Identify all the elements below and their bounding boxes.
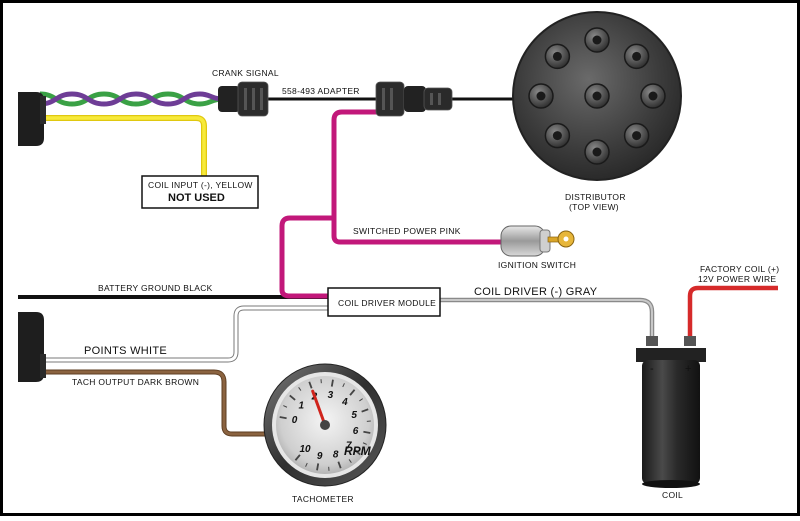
- tach-dial-number: 6: [353, 426, 359, 437]
- coil-input-yellow-wire: [40, 118, 204, 178]
- tach-dial-number: 5: [351, 410, 357, 421]
- tower-terminal: [593, 92, 602, 101]
- tower-terminal: [593, 36, 602, 45]
- adapter-label: 558-493 ADAPTER: [282, 86, 360, 96]
- distributor-sub-label: (TOP VIEW): [569, 202, 619, 212]
- coil-driver-gray-label: COIL DRIVER (-) GRAY: [474, 286, 598, 298]
- points-white-label: POINTS WHITE: [84, 345, 167, 357]
- tach-dial-number: 3: [328, 390, 334, 401]
- crank-signal-connector: [218, 82, 268, 116]
- coil-input-label: COIL INPUT (-), YELLOW: [148, 180, 253, 190]
- tower-terminal: [632, 131, 641, 140]
- coil-plus-terminal: +: [685, 363, 691, 375]
- tach-dial-number: 1: [298, 401, 304, 412]
- adapter-connector: [376, 82, 452, 116]
- switched-power-wire: [334, 96, 505, 242]
- rpm-unit-label: RPM: [344, 444, 372, 458]
- tower-terminal: [553, 131, 562, 140]
- coil-driver-gray-wire-highlight: [440, 300, 652, 340]
- tach-dial-number: 9: [317, 451, 323, 462]
- coil-minus-terminal: -: [650, 363, 654, 375]
- battery-ground-label: BATTERY GROUND BLACK: [98, 283, 213, 293]
- coil-driver-module-label: COIL DRIVER MODULE: [338, 298, 436, 308]
- pink-module-feed-wire: [282, 218, 334, 296]
- tower-terminal: [537, 92, 546, 101]
- tower-terminal: [553, 52, 562, 61]
- ignition-switch: [501, 226, 574, 256]
- crank-signal-label: CRANK SIGNAL: [212, 68, 279, 78]
- needle-hub: [320, 420, 330, 430]
- tach-tick: [363, 432, 370, 433]
- tower-terminal: [649, 92, 658, 101]
- distributor-label: DISTRIBUTOR: [565, 192, 626, 202]
- factory-coil-power-wire: [690, 288, 778, 342]
- coil-driver-gray-wire: [440, 300, 652, 340]
- tach-tick: [332, 380, 333, 387]
- tachometer-label: TACHOMETER: [292, 494, 354, 504]
- coil-input-callout: COIL INPUT (-), YELLOW NOT USED: [142, 176, 258, 208]
- ecu-connector-top: [18, 92, 46, 146]
- ignition-coil: - +: [636, 336, 706, 488]
- ecu-connector-bottom: [18, 312, 46, 382]
- coil-input-yellow-wire-highlight: [40, 118, 204, 178]
- tach-dial-number: 10: [300, 444, 312, 455]
- factory-coil-sub-label: 12V POWER WIRE: [698, 274, 776, 284]
- tach-tick: [280, 417, 287, 418]
- tach-dial-number: 0: [292, 415, 298, 426]
- tach-dial-number: 8: [333, 450, 339, 461]
- factory-coil-label: FACTORY COIL (+): [700, 264, 779, 274]
- not-used-label: NOT USED: [168, 192, 225, 204]
- distributor-cap: [513, 12, 681, 180]
- tachometer-gauge: 012345678910 RPM: [264, 364, 386, 486]
- switched-power-label: SWITCHED POWER PINK: [353, 226, 461, 236]
- tach-tick: [317, 463, 318, 470]
- tower-terminal: [593, 148, 602, 157]
- tower-terminal: [632, 52, 641, 61]
- tach-dial-number: 4: [341, 397, 348, 408]
- tach-output-label: TACH OUTPUT DARK BROWN: [72, 377, 199, 387]
- coil-label: COIL: [662, 490, 683, 500]
- key-icon: [548, 231, 574, 247]
- ignition-switch-label: IGNITION SWITCH: [498, 260, 576, 270]
